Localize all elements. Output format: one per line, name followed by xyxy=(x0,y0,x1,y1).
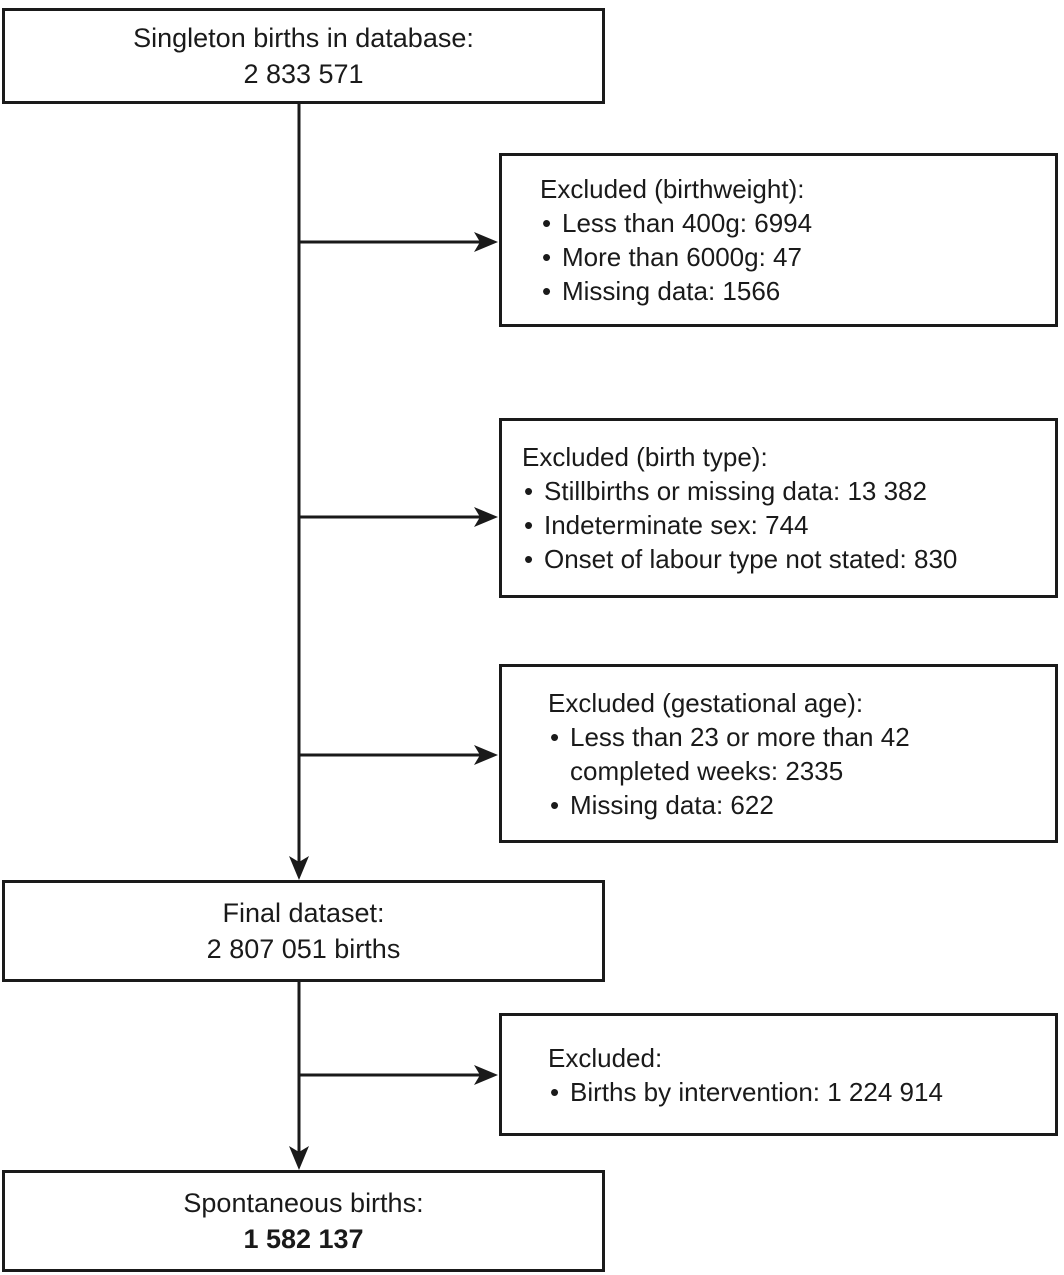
final-dataset-label: Final dataset: xyxy=(222,898,385,928)
spontaneous-births-label: Spontaneous births: xyxy=(183,1188,424,1218)
singleton-births-count: 2 833 571 xyxy=(243,59,364,89)
arrow-down-final-icon xyxy=(289,856,309,880)
box-singleton-births: Singleton births in database: 2 833 571 xyxy=(2,8,605,104)
excluded-item: Missing data: 622 xyxy=(548,788,978,822)
excluded-birthweight-list: Less than 400g: 6994 More than 6000g: 47… xyxy=(540,206,812,308)
arrow-right-gestational-icon xyxy=(474,745,498,765)
box-excluded-birthweight: Excluded (birthweight): Less than 400g: … xyxy=(499,153,1058,327)
singleton-births-label: Singleton births in database: xyxy=(133,23,474,53)
box-excluded-intervention: Excluded: Births by intervention: 1 224 … xyxy=(499,1013,1058,1136)
excluded-birthtype-list: Stillbirths or missing data: 13 382 Inde… xyxy=(522,474,957,576)
excluded-birthweight-title: Excluded (birthweight): xyxy=(540,174,805,204)
arrow-right-birthweight-icon xyxy=(474,232,498,252)
excluded-item: Onset of labour type not stated: 830 xyxy=(522,542,957,576)
excluded-item: Less than 400g: 6994 xyxy=(540,206,812,240)
excluded-item: Stillbirths or missing data: 13 382 xyxy=(522,474,957,508)
excluded-item: Less than 23 or more than 42 completed w… xyxy=(548,720,978,788)
excluded-birthtype-title: Excluded (birth type): xyxy=(522,442,768,472)
excluded-item: Missing data: 1566 xyxy=(540,274,812,308)
excluded-gestational-list: Less than 23 or more than 42 completed w… xyxy=(548,720,978,822)
box-excluded-birthtype: Excluded (birth type): Stillbirths or mi… xyxy=(499,418,1058,598)
box-final-dataset: Final dataset: 2 807 051 births xyxy=(2,880,605,982)
excluded-intervention-list: Births by intervention: 1 224 914 xyxy=(548,1075,943,1109)
excluded-item: More than 6000g: 47 xyxy=(540,240,812,274)
box-excluded-gestational: Excluded (gestational age): Less than 23… xyxy=(499,664,1058,843)
arrow-right-birthtype-icon xyxy=(474,507,498,527)
excluded-intervention-title: Excluded: xyxy=(548,1042,663,1073)
box-spontaneous-births: Spontaneous births: 1 582 137 xyxy=(2,1170,605,1272)
spontaneous-births-count: 1 582 137 xyxy=(243,1224,364,1254)
excluded-item: Births by intervention: 1 224 914 xyxy=(548,1075,943,1109)
arrow-right-intervention-icon xyxy=(474,1065,498,1085)
final-dataset-count: 2 807 051 births xyxy=(206,934,401,964)
arrow-down-spontaneous-icon xyxy=(289,1146,309,1170)
excluded-gestational-title: Excluded (gestational age): xyxy=(548,687,864,718)
excluded-item: Indeterminate sex: 744 xyxy=(522,508,957,542)
